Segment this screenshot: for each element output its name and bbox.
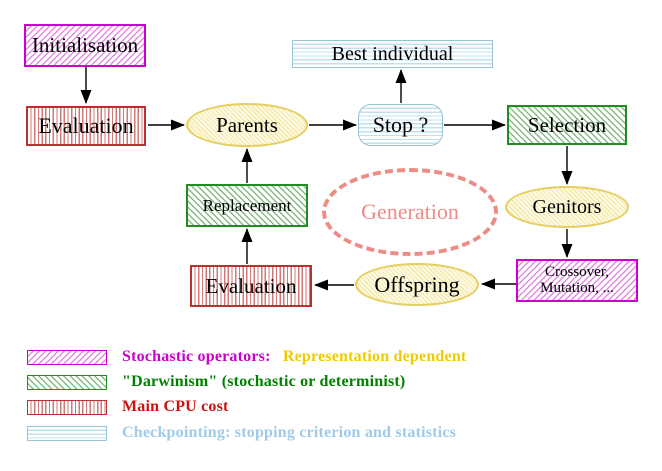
node-genitors-label: Genitors	[532, 195, 602, 218]
node-generation-label: Generation	[361, 199, 459, 225]
node-genitors: Genitors	[505, 186, 629, 228]
node-initialisation: Initialisation	[24, 24, 146, 67]
node-parents-label: Parents	[216, 112, 278, 137]
legend-swatch-magenta-hatch	[27, 349, 107, 365]
legend-swatch-green-hatch	[27, 374, 107, 390]
node-parents: Parents	[186, 103, 308, 147]
node-selection: Selection	[507, 105, 627, 145]
node-stop: Stop ?	[358, 104, 443, 146]
node-selection-label: Selection	[527, 112, 607, 137]
legend-label-main-cpu-cost: Main CPU cost	[122, 398, 229, 415]
node-initialisation-label: Initialisation	[31, 33, 139, 58]
node-best-individual: Best individual	[292, 40, 493, 68]
legend-label-representation-dependent: Representation dependent	[282, 348, 467, 365]
legend-swatch-cyan-stripes	[27, 425, 107, 441]
legend-label-checkpointing: Checkpointing: stopping criterion and st…	[122, 424, 457, 441]
legend-row-darwinism: "Darwinism" (stochastic or determinist)	[27, 373, 405, 391]
node-evaluation-bottom-label: Evaluation	[205, 273, 297, 298]
legend-row-cpu-cost: Main CPU cost	[27, 398, 229, 416]
node-crossover-line2: Mutation, ...	[540, 279, 614, 296]
legend-label-stochastic-operators: Stochastic operators:	[122, 348, 271, 365]
node-evaluation-top: Evaluation	[26, 106, 146, 146]
node-generation: Generation	[322, 168, 498, 256]
node-best-individual-label: Best individual	[331, 42, 454, 65]
node-evaluation-bottom: Evaluation	[190, 265, 312, 307]
node-offspring: Offspring	[355, 263, 479, 306]
node-offspring-label: Offspring	[374, 271, 460, 297]
node-replacement-label: Replacement	[202, 195, 292, 215]
legend-swatch-red-stripes	[27, 399, 107, 415]
node-replacement: Replacement	[186, 184, 308, 227]
legend-row-checkpointing: Checkpointing: stopping criterion and st…	[27, 424, 456, 442]
legend-label-darwinism: "Darwinism" (stochastic or determinist)	[122, 373, 406, 390]
legend-row-stochastic: Stochastic operators: Representation dep…	[27, 348, 466, 366]
node-crossover-line1: Crossover,	[545, 263, 609, 280]
node-crossover-mutation: Crossover, Mutation, ...	[516, 259, 638, 302]
node-evaluation-top-label: Evaluation	[38, 113, 134, 139]
node-stop-label: Stop ?	[372, 112, 429, 138]
